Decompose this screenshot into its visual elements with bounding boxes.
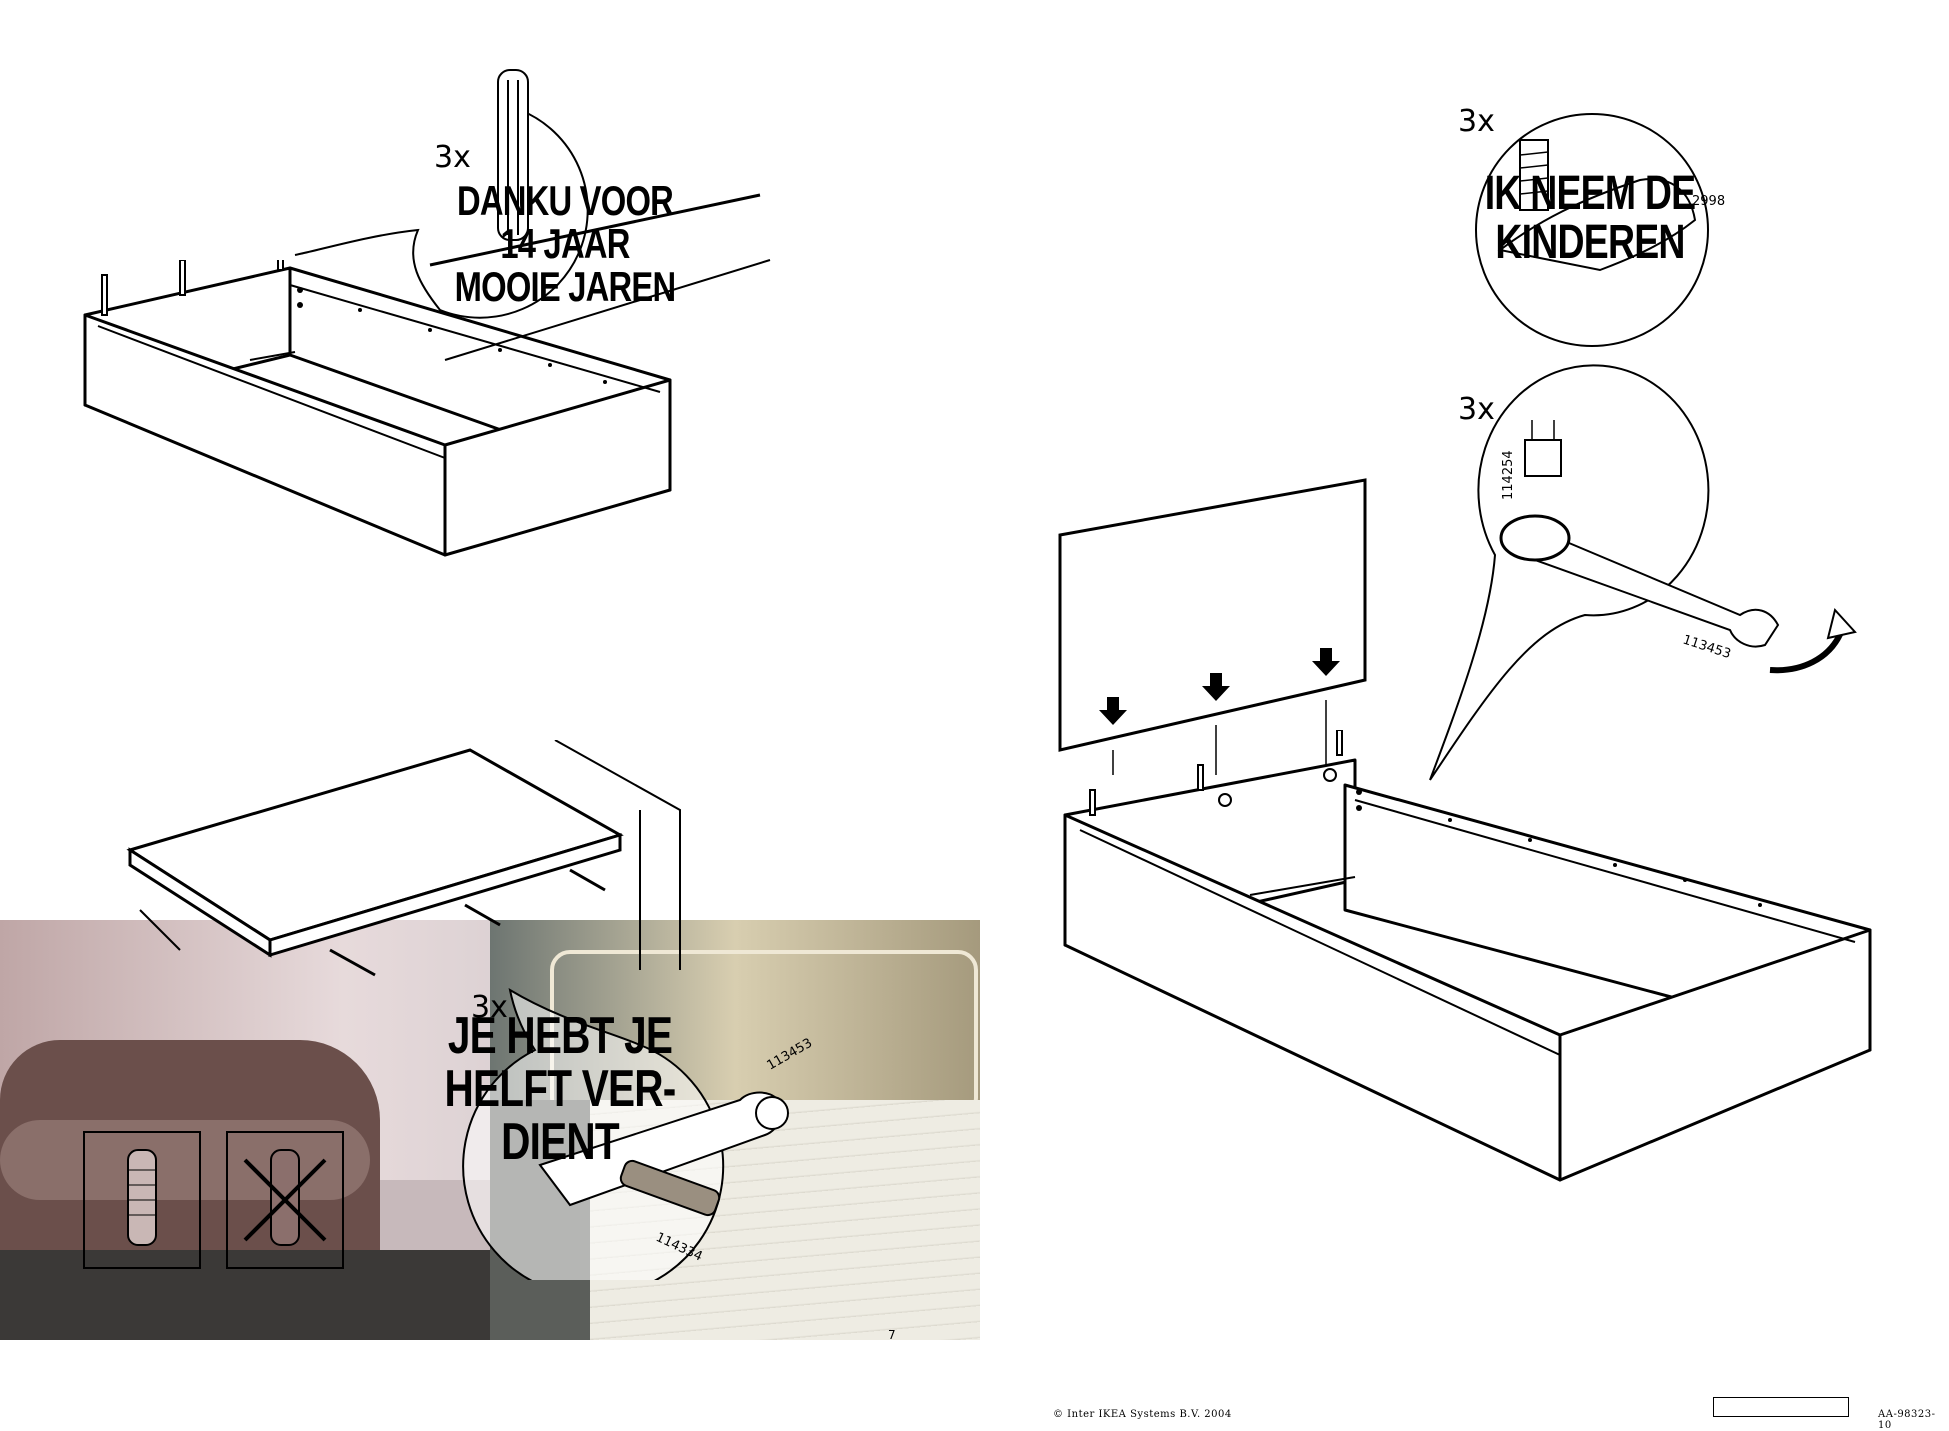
quantity-label-bottom-left: 3x — [471, 990, 508, 1025]
living-room-photo — [0, 920, 490, 1340]
panel-screw-drawing — [126, 740, 681, 977]
part-number-114254: 114254 — [1501, 450, 1516, 500]
document-code: AA-98323-10 — [1878, 1409, 1936, 1431]
caption-bottom-left: JE HEBT JE HELFT VER- DIENT — [444, 1007, 676, 1172]
bed-frame-drawing-top — [83, 260, 672, 557]
wrench-callout-left: 113453 114334 — [462, 987, 815, 1280]
bolt-callout-right-top: 2998 — [1475, 113, 1725, 347]
bedroom-photo — [490, 920, 980, 1340]
part-number-113453-left: 113453 — [765, 1036, 815, 1074]
wrench-callout-right: 114254 113453 — [1429, 364, 1857, 781]
caption-right-top: IK NEEM DE KINDEREN — [1484, 167, 1696, 269]
dowel-callout — [294, 69, 771, 361]
bed-frame-drawing-right — [1063, 730, 1872, 1182]
bolt-detail-correct — [83, 1131, 201, 1269]
quantity-label-right-top: 3x — [1458, 104, 1495, 139]
quantity-label-top-left: 3x — [434, 140, 471, 175]
copyright-text: © Inter IKEA Systems B.V. 2004 — [1053, 1409, 1232, 1420]
headboard-drawing — [1058, 478, 1367, 775]
page-number: 7 — [888, 1328, 896, 1342]
caption-top-left: DANKU VOOR 14 JAAR MOOIE JAREN — [454, 177, 677, 310]
part-number-113453-right: 113453 — [1681, 633, 1733, 663]
bolt-detail-incorrect — [226, 1131, 344, 1269]
part-number-2998: 2998 — [1692, 194, 1725, 209]
quantity-label-right-bottom: 3x — [1458, 392, 1495, 427]
footer-box — [1713, 1397, 1849, 1417]
